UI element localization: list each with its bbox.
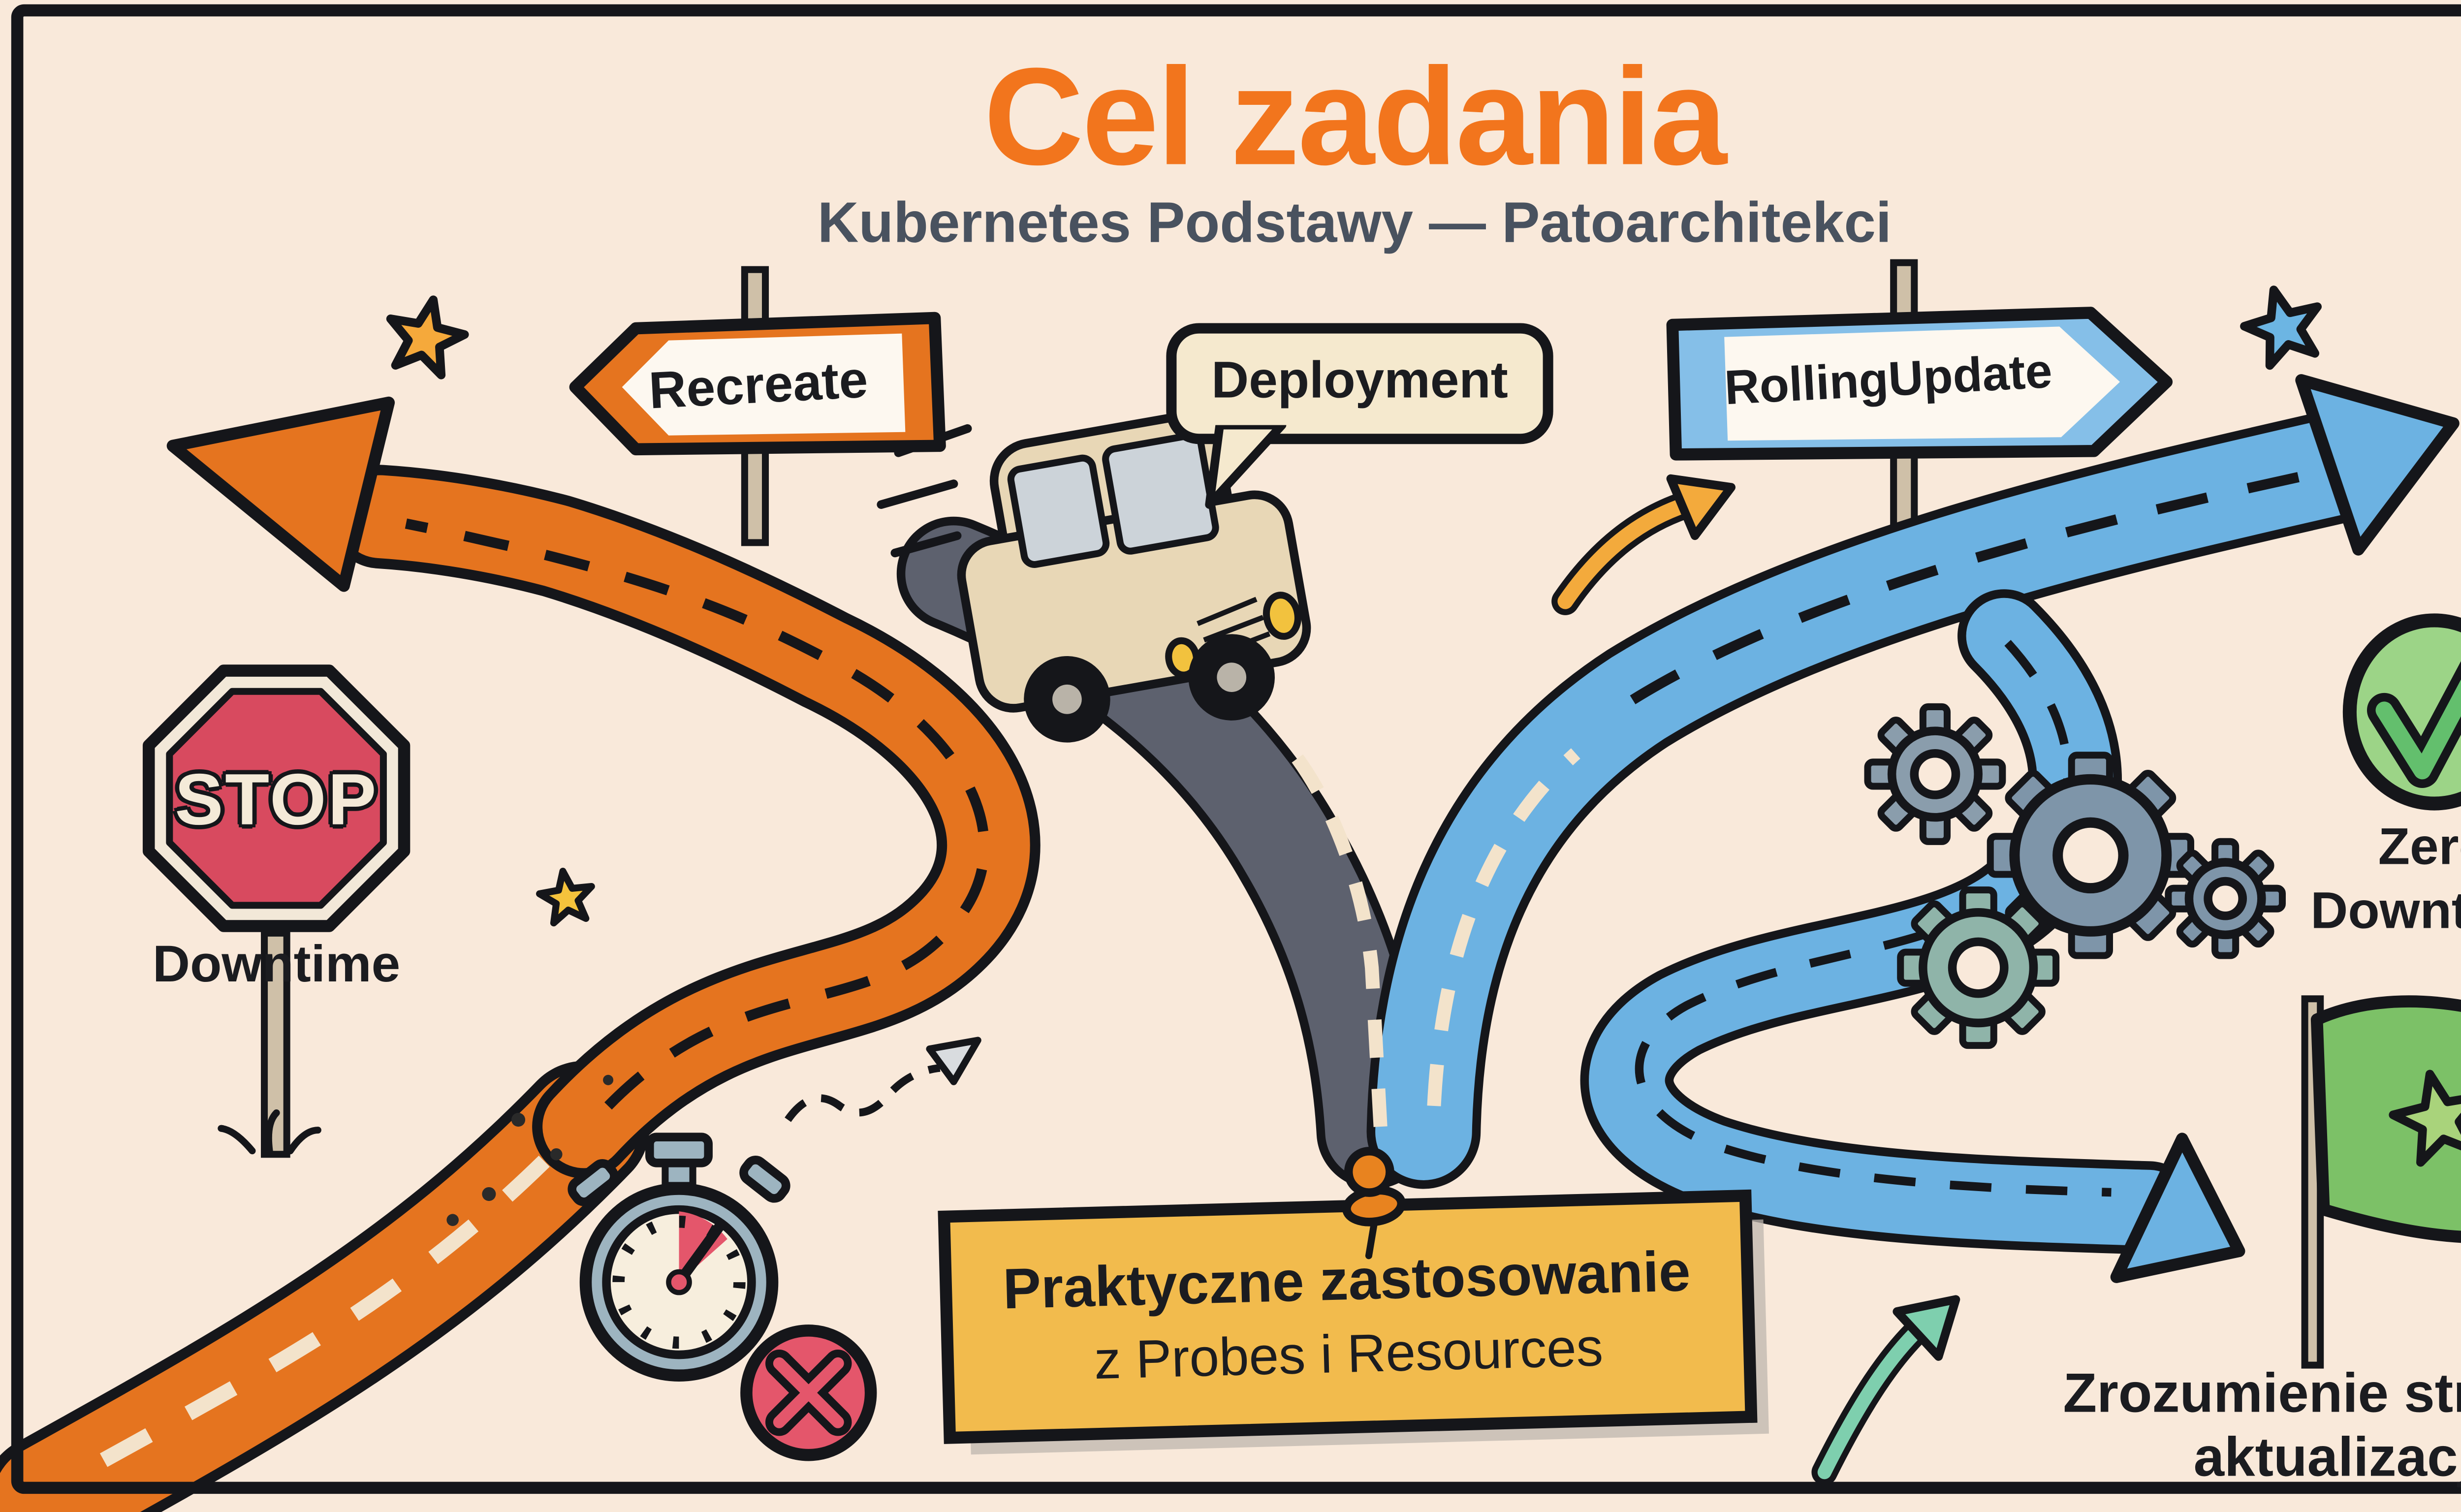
- zero-downtime-line1: Zero: [2378, 819, 2461, 877]
- banner-line1: Praktyczne zastosowanie: [1002, 1238, 1691, 1321]
- stop-sign-icon: [142, 664, 410, 1158]
- banner-line2: z Probes i Resources: [1093, 1317, 1604, 1391]
- gear-icon-teal: [1897, 886, 2060, 1049]
- rollingupdate-arrowhead: [2295, 374, 2460, 556]
- flag-icon: [2305, 999, 2461, 1369]
- star-icon-orange: [381, 292, 471, 378]
- gear-icon-small-right: [2165, 838, 2286, 959]
- gear-icon-small-left: [1864, 703, 2006, 845]
- gear-icon-large: [1987, 752, 2194, 959]
- yellow-curved-arrow-icon: [1551, 474, 1735, 615]
- rollingupdate-sign: [1666, 307, 2173, 461]
- teal-curved-arrow-icon: [1811, 1295, 1960, 1485]
- recreate-sign: [569, 312, 946, 456]
- star-icon-yellow: [537, 868, 596, 925]
- zero-downtime-line2: Downtime: [2310, 883, 2461, 940]
- car-windshield: [1102, 432, 1219, 555]
- outcome-line2: aktualizacji: [2193, 1425, 2461, 1488]
- zero-downtime-label: Zero Downtime: [2262, 816, 2461, 944]
- recreate-sign-label: Recreate: [647, 352, 870, 421]
- outcome-line1: Zrozumienie strategii: [2063, 1361, 2461, 1424]
- x-circle-icon: [740, 1324, 877, 1461]
- page-title: Cel zadania: [983, 39, 1727, 194]
- stop-sign-label: STOP: [175, 758, 379, 840]
- dashed-arrow-icon: [785, 1037, 981, 1122]
- recreate-road-arrowhead: [166, 396, 395, 592]
- road-dirt-dots: [446, 1074, 614, 1226]
- banner: [938, 1189, 1769, 1455]
- downtime-label: Downtime: [153, 936, 401, 994]
- frame-border: [11, 4, 2461, 1494]
- rollingupdate-road: [1287, 374, 2460, 1189]
- outcome-label: Zrozumienie strategii aktualizacji: [1987, 1362, 2461, 1490]
- loop-arrowhead: [2110, 1133, 2245, 1283]
- deployment-bubble: [1166, 323, 1553, 509]
- flag-star-icon: [2387, 1065, 2461, 1166]
- recreate-road: [0, 396, 1041, 1512]
- rollingupdate-sign-label: RollingUpdate: [1723, 344, 2053, 415]
- car-side-window: [1007, 454, 1110, 568]
- stopwatch-icon: [568, 1133, 790, 1382]
- grass-icon: [218, 1109, 321, 1155]
- star-icon-blue: [2237, 280, 2329, 369]
- pushpin-icon: [1342, 1147, 1406, 1260]
- car-icon: [957, 412, 1311, 743]
- deployment-bubble-label: Deployment: [1211, 352, 1508, 410]
- check-circle-icon: [2342, 613, 2461, 811]
- banner-text: Praktyczne zastosowanie z Probes i Resou…: [944, 1199, 1751, 1434]
- car-headlight: [1262, 592, 1301, 640]
- page-subtitle: Kubernetes Podstawy — Patoarchitekci: [817, 190, 1892, 254]
